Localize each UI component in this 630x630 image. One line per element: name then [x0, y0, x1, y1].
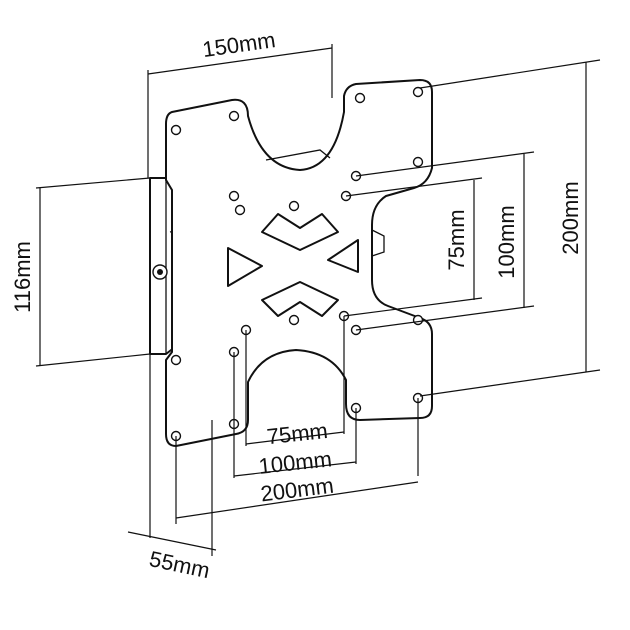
dim-label-left-height: 116mm	[10, 241, 35, 313]
dim-label-right-100: 100mm	[494, 205, 519, 278]
dim-right-75: 75mm	[343, 177, 483, 317]
dim-right-100: 100mm	[355, 151, 535, 331]
dim-label-bottom-200: 200mm	[259, 473, 335, 507]
vesa-plate	[165, 79, 433, 447]
dim-label-right-200: 200mm	[558, 181, 583, 254]
dim-label-depth: 55mm	[147, 546, 212, 583]
dim-label-bottom-75: 75mm	[266, 418, 329, 449]
dim-right-200: 200mm	[419, 59, 601, 397]
dim-left-116: 116mm	[10, 177, 151, 367]
dim-label-right-75: 75mm	[444, 209, 469, 270]
dim-bottom-100: 100mm	[233, 352, 357, 479]
